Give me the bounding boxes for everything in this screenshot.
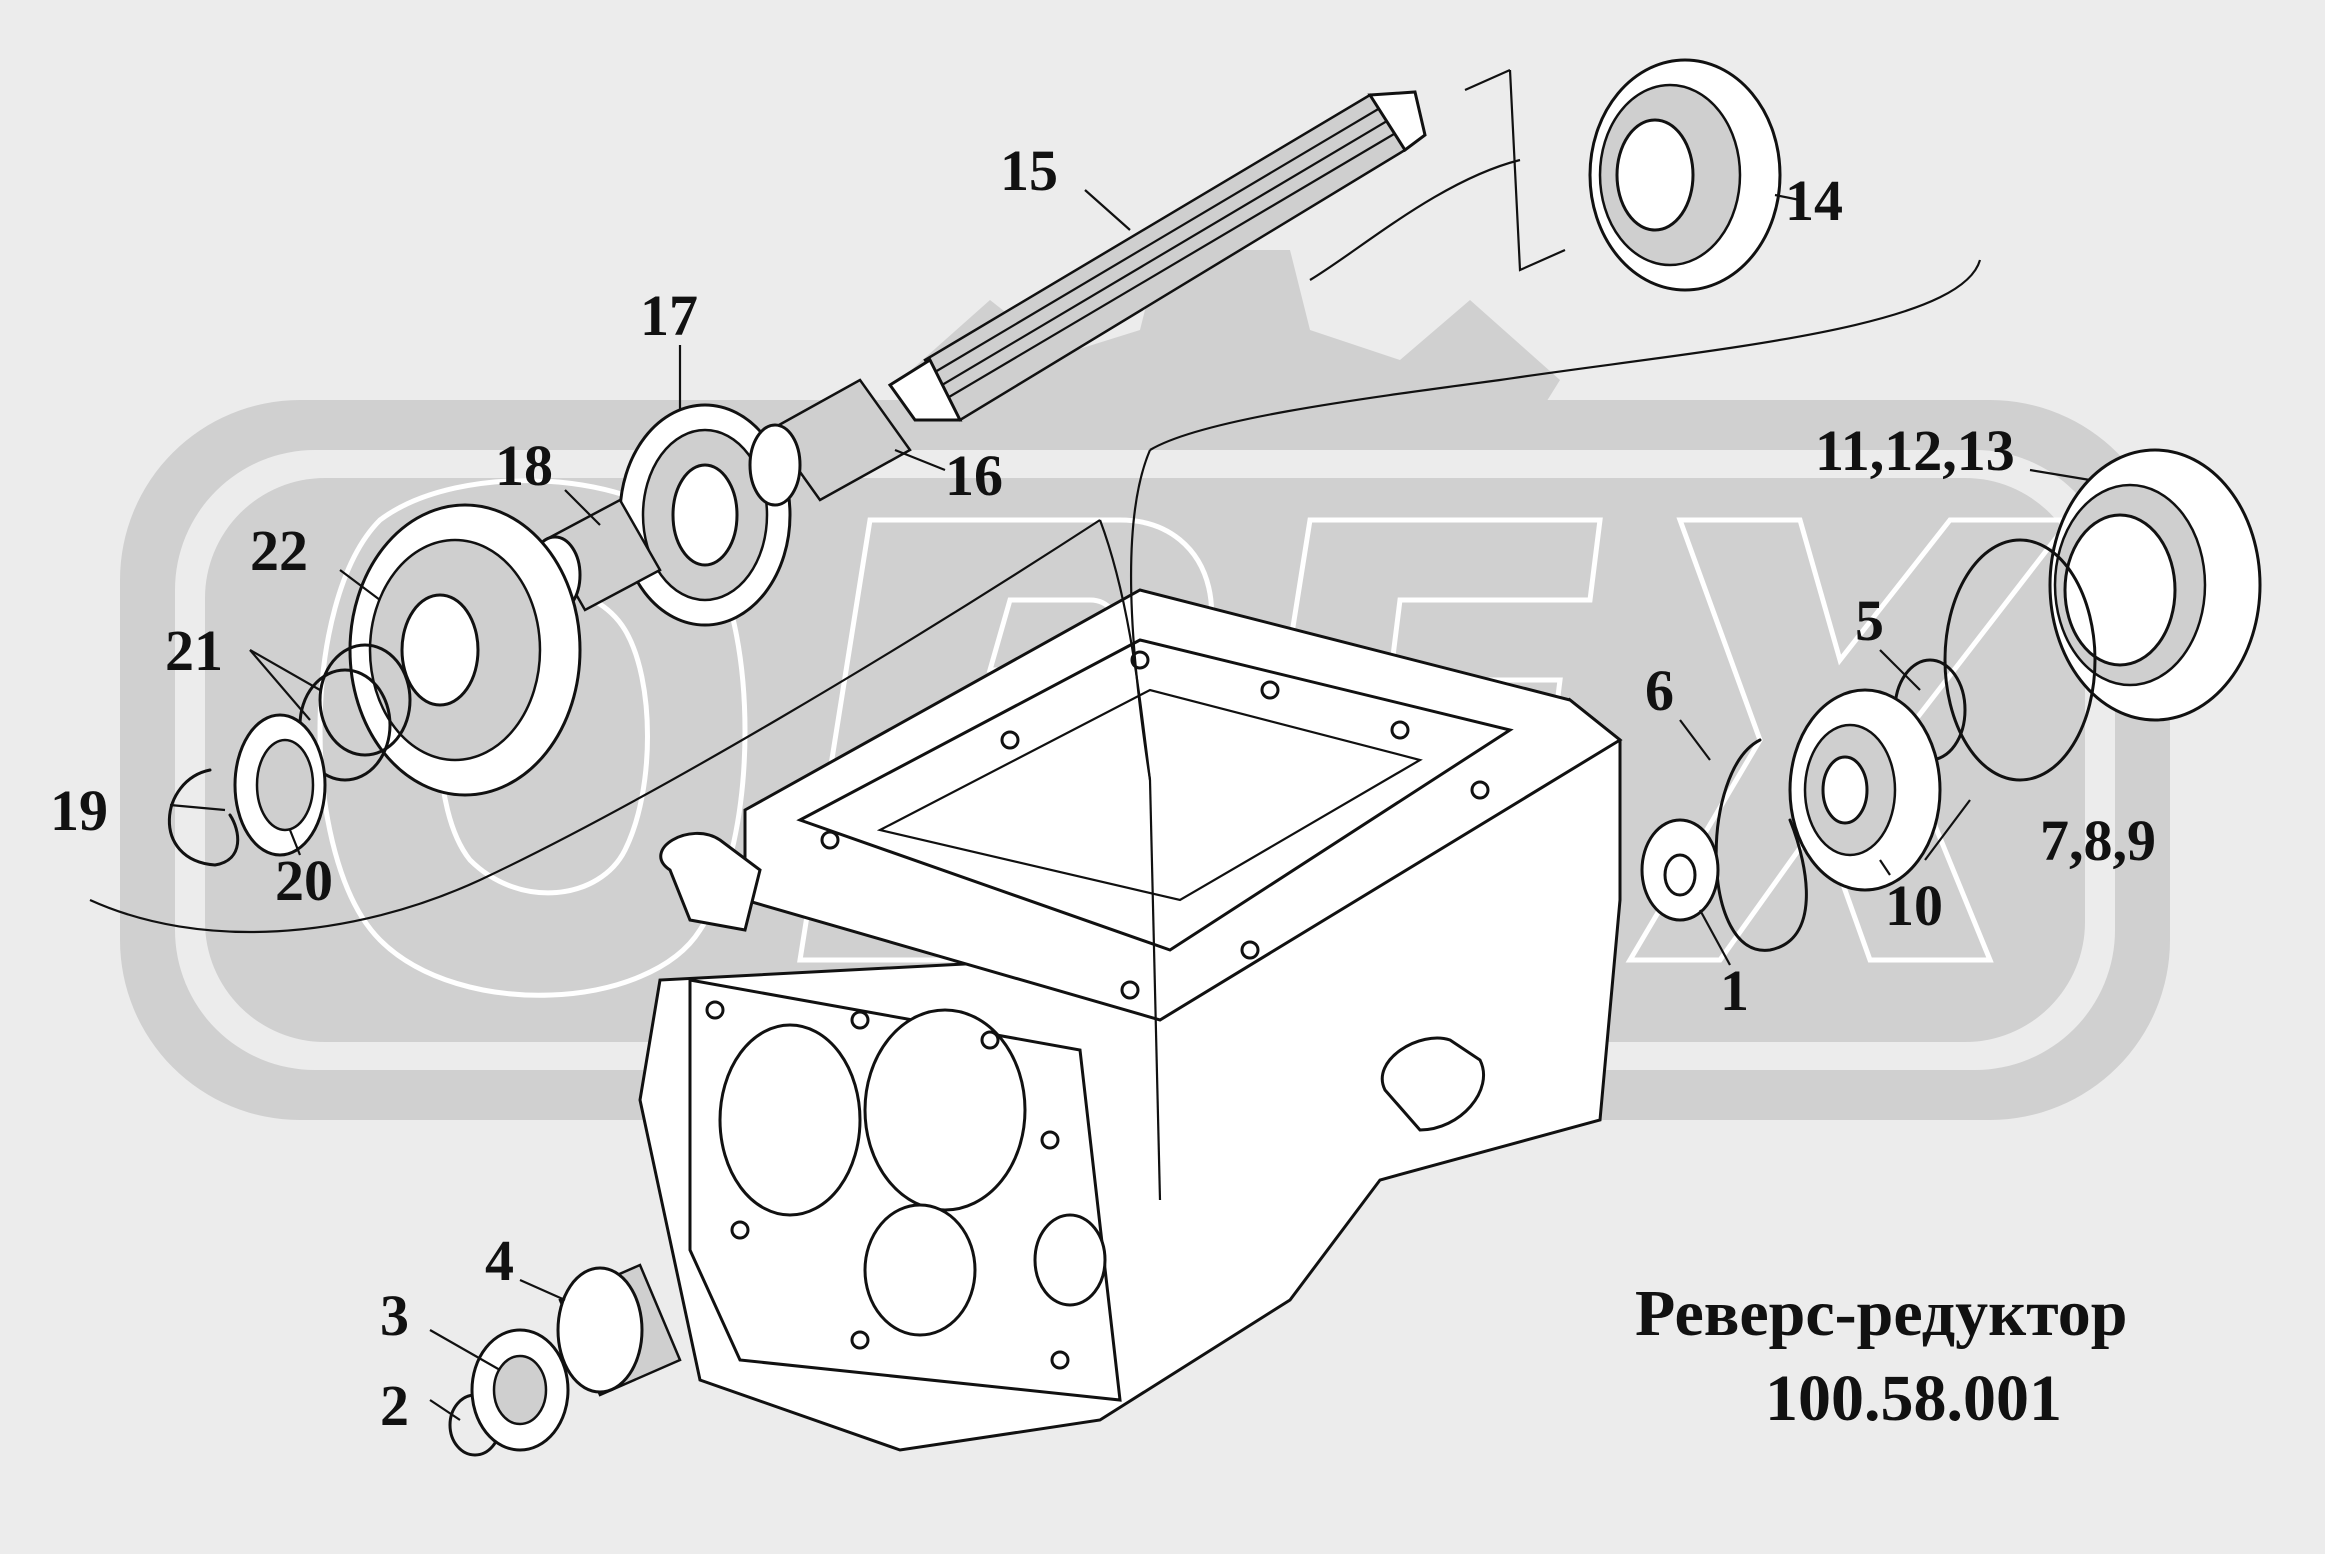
housing-inner-wall xyxy=(876,688,1423,902)
gear-14 xyxy=(1588,58,1782,292)
callout-19: 19 xyxy=(50,778,108,843)
callout-21: 21 xyxy=(165,618,223,683)
housing-side-lug xyxy=(659,831,762,932)
callout-18: 18 xyxy=(495,433,553,498)
callout-10: 10 xyxy=(1885,873,1943,938)
callout-3: 3 xyxy=(380,1283,409,1348)
callout-17: 17 xyxy=(640,283,698,348)
housing-bore-4 xyxy=(1033,1213,1107,1307)
housing-bore-1 xyxy=(718,1023,862,1217)
callout-20: 20 xyxy=(275,848,333,913)
bearing-cup-11-12-13 xyxy=(2048,448,2262,722)
title-text: Реверс-редуктор xyxy=(1635,1277,2127,1350)
snap-ring-6 xyxy=(1714,738,1808,952)
housing-inspection-port xyxy=(1381,1036,1486,1132)
gearbox-housing xyxy=(638,588,1623,1452)
housing-bolt-holes xyxy=(705,650,1490,1370)
o-ring-7-8-9 xyxy=(1943,538,2097,782)
bearing-16 xyxy=(748,378,912,507)
housing-bore-3 xyxy=(863,1203,977,1337)
washer-1 xyxy=(1640,818,1720,922)
callout-11-12-13: 11,12,13 xyxy=(1815,418,2015,483)
callout-4: 4 xyxy=(485,1228,514,1293)
part-number: 100.58.001 xyxy=(1765,1362,2062,1435)
shaft-neck xyxy=(887,357,963,422)
callout-6: 6 xyxy=(1645,658,1674,723)
shaft-end-journal xyxy=(1367,90,1427,153)
callout-22: 22 xyxy=(250,518,308,583)
callout-2: 2 xyxy=(380,1373,409,1438)
bearing-assembly-2-3-4 xyxy=(448,1263,682,1457)
leader-lines xyxy=(169,189,2091,1421)
gear-17 xyxy=(618,403,792,627)
callout-15: 15 xyxy=(1000,138,1058,203)
housing-bore-2 xyxy=(863,1008,1027,1212)
diagram-title: Реверс-редуктор 100.58.001 xyxy=(1635,1277,2127,1435)
callout-14: 14 xyxy=(1785,168,1843,233)
assembly-lines xyxy=(89,68,1982,1201)
callout-16: 16 xyxy=(945,443,1003,508)
housing-top-opening xyxy=(796,638,1514,952)
washer-20 xyxy=(233,713,327,857)
circlip-19 xyxy=(167,768,240,867)
bearing-10 xyxy=(1788,688,1942,892)
shaft-splines xyxy=(934,107,1395,398)
callout-1: 1 xyxy=(1720,958,1749,1023)
callout-5: 5 xyxy=(1855,588,1884,653)
callout-labels: 1 2 3 4 5 6 7,8,9 10 11,12,13 14 15 16 1… xyxy=(50,138,2156,1438)
input-shaft-15 xyxy=(887,90,1427,422)
callout-7-8-9: 7,8,9 xyxy=(2040,808,2156,873)
